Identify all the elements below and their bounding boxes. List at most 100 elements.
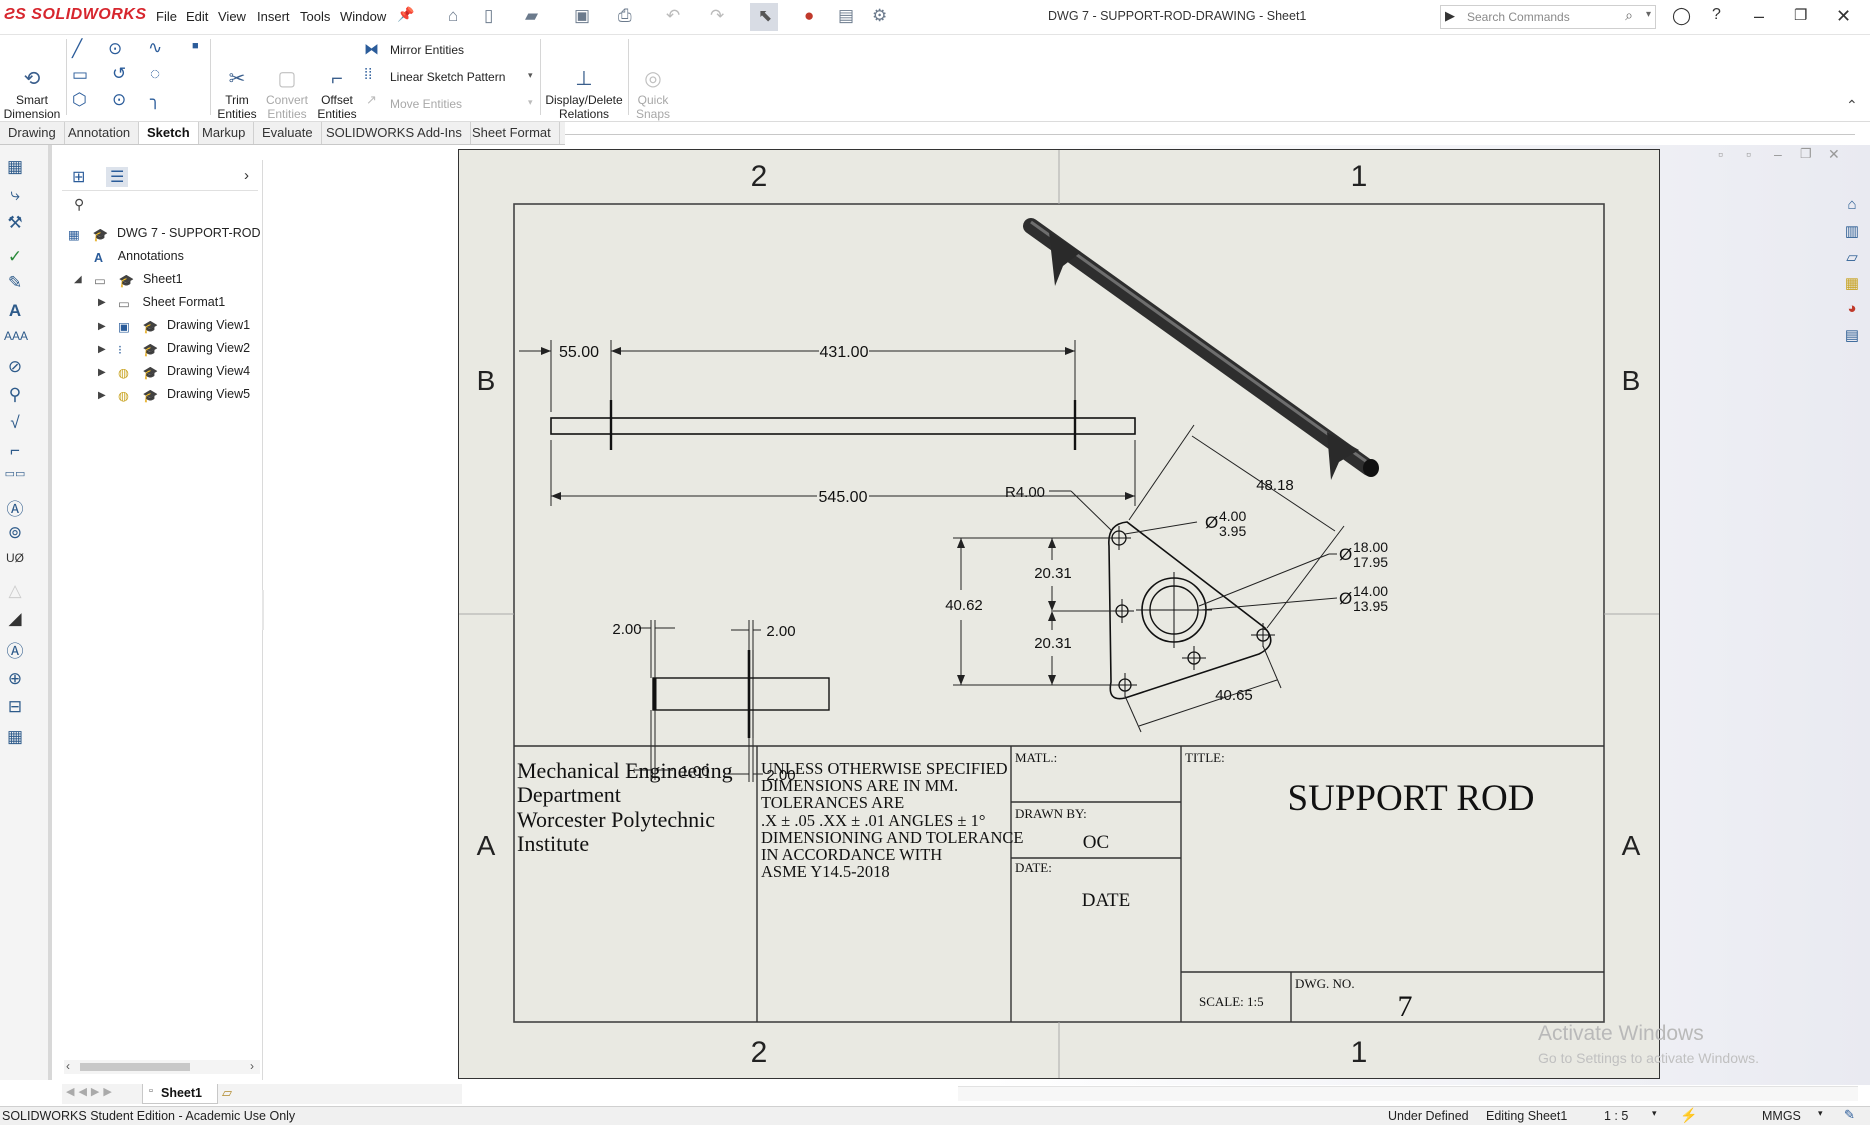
dim-40-62[interactable]: 40.62 xyxy=(945,597,983,614)
linear-note-pattern-icon[interactable]: AAA xyxy=(4,329,29,343)
table-icon[interactable]: ▦ xyxy=(6,727,24,746)
tree-item-drawing-view5[interactable]: ◍ 🎓 Drawing View5 xyxy=(118,387,250,403)
status-scale[interactable]: 1 : 5 xyxy=(1604,1109,1629,1123)
point-tool-icon[interactable]: ■ xyxy=(192,40,199,52)
front-view[interactable]: 55.00 431.00 545.00 xyxy=(519,340,1136,506)
scroll-left-chevron-icon[interactable]: ‹ xyxy=(66,1059,70,1073)
expand-drawing-view4-chevron-icon[interactable]: ▶ xyxy=(98,367,106,378)
arc-tool-icon[interactable]: ↺ xyxy=(112,64,127,83)
smart-dimension-button[interactable]: ⟲Smart Dimension xyxy=(2,40,62,135)
split-horizontal-icon[interactable]: ▫ xyxy=(1746,146,1751,162)
file-properties-icon[interactable]: ▤ xyxy=(838,6,855,25)
menu-view[interactable]: View xyxy=(218,9,246,24)
circle-tool-icon[interactable]: ⊙ xyxy=(108,39,123,58)
expand-panel-chevron-icon[interactable]: › xyxy=(244,167,249,184)
scale-dropdown-chevron-icon[interactable]: ▾ xyxy=(1652,1108,1657,1118)
date-value[interactable]: DATE xyxy=(1082,890,1131,911)
dim-545[interactable]: 545.00 xyxy=(819,489,868,506)
dim-40-65[interactable]: 40.65 xyxy=(1215,687,1253,704)
centerline-icon[interactable]: ⊟ xyxy=(7,697,23,716)
restore-window-button[interactable]: ❐ xyxy=(1794,7,1808,24)
help-icon[interactable]: ? xyxy=(1712,6,1721,23)
select-tool-button[interactable]: ⬉ xyxy=(750,3,778,31)
design-library-icon[interactable]: ▥ xyxy=(1844,223,1860,240)
dim-20-31-lower[interactable]: 20.31 xyxy=(1034,635,1072,652)
bracket-view[interactable]: R4.00 48.18 Ø 4.00 3.95 Ø 18.00 17.95 Ø … xyxy=(945,424,1388,733)
tab-markup[interactable]: Markup xyxy=(194,122,255,144)
pattern-dropdown-chevron-icon[interactable]: ▾ xyxy=(528,70,533,80)
file-explorer-icon[interactable]: ▱ xyxy=(1846,249,1858,266)
print-icon[interactable]: ⎙ xyxy=(618,6,632,25)
title-block[interactable]: Mechanical Engineering Department Worces… xyxy=(514,745,1604,1023)
dim-20-31-upper[interactable]: 20.31 xyxy=(1034,565,1072,582)
rebuild-traffic-light-icon[interactable]: ● xyxy=(804,6,815,25)
format-painter-icon[interactable]: ✎ xyxy=(7,273,23,292)
tree-item-sheet1[interactable]: ▭ 🎓 Sheet1 xyxy=(94,272,183,288)
document-minimize-button[interactable]: – xyxy=(1774,146,1782,162)
redo-icon[interactable]: ↷ xyxy=(710,6,725,25)
menu-tools[interactable]: Tools xyxy=(300,9,331,24)
move-entities-button[interactable]: Move Entities xyxy=(390,97,463,111)
document-restore-button[interactable]: ❐ xyxy=(1800,146,1812,161)
trim-entities-button[interactable]: ✂Trim Entities xyxy=(214,40,260,135)
dim-dia4-lower[interactable]: 3.95 xyxy=(1219,523,1246,539)
linear-sketch-pattern-button[interactable]: Linear Sketch Pattern xyxy=(390,70,506,84)
undo-icon[interactable]: ↶ xyxy=(666,6,681,25)
open-folder-icon[interactable]: ▰ xyxy=(525,6,539,25)
document-close-button[interactable]: ✕ xyxy=(1828,146,1840,162)
expand-sheet-format-chevron-icon[interactable]: ▶ xyxy=(98,297,106,308)
search-dropdown-chevron-icon[interactable]: ▾ xyxy=(1645,9,1651,20)
area-hatch-icon[interactable]: ◢ xyxy=(8,609,22,628)
search-icon[interactable]: ⌕ xyxy=(1625,7,1633,23)
home-icon[interactable]: ⌂ xyxy=(448,6,459,25)
geometric-tolerance-icon[interactable]: Ⓐ xyxy=(6,500,24,519)
dim-side-2b[interactable]: 2.00 xyxy=(766,623,795,640)
dim-r4[interactable]: R4.00 xyxy=(1005,484,1045,501)
graphics-horizontal-scrollbar[interactable] xyxy=(958,1086,1858,1101)
dim-side-1[interactable]: 1.00 xyxy=(680,763,709,780)
menu-insert[interactable]: Insert xyxy=(257,9,290,24)
toolbar-splitter[interactable] xyxy=(48,145,52,1080)
tree-item-sheet-format1[interactable]: ▭ Sheet Format1 xyxy=(118,295,225,311)
dim-dia14-upper[interactable]: 14.00 xyxy=(1353,583,1388,599)
dim-55[interactable]: 55.00 xyxy=(559,344,599,361)
dim-431[interactable]: 431.00 xyxy=(820,344,869,361)
sheet-navigation-arrows-icon[interactable]: ◀◀▶▶ xyxy=(66,1086,116,1098)
model-view-icon[interactable]: ▦ xyxy=(6,157,24,176)
expand-drawing-view2-chevron-icon[interactable]: ▶ xyxy=(98,344,106,355)
collapse-ribbon-chevron-icon[interactable]: ⌃ xyxy=(1846,97,1858,113)
hole-callout-icon[interactable]: ▭▭ xyxy=(4,468,26,480)
slot-tool-icon[interactable]: ⊙ xyxy=(112,90,127,109)
rebuild-status-icon[interactable]: ⚡ xyxy=(1680,1107,1698,1123)
tab-sheet-format[interactable]: Sheet Format xyxy=(464,122,560,144)
scroll-right-chevron-icon[interactable]: › xyxy=(250,1059,254,1073)
sheet-tab-sheet1[interactable]: ▫ Sheet1 xyxy=(142,1084,218,1104)
tree-item-drawing-view1[interactable]: ▣ 🎓 Drawing View1 xyxy=(118,318,250,334)
ellipse-tool-icon[interactable]: ◌ xyxy=(150,64,161,83)
tab-annotation[interactable]: Annotation xyxy=(60,122,140,144)
drawing-title[interactable]: SUPPORT ROD xyxy=(1288,778,1535,819)
datum-target-icon[interactable]: UØ xyxy=(6,551,24,565)
filter-icon[interactable]: ⚲ xyxy=(74,196,85,212)
add-sheet-icon[interactable]: ▱ xyxy=(222,1085,232,1100)
hammer-icon[interactable]: ⚒ xyxy=(7,213,23,232)
tab-drawing[interactable]: Drawing xyxy=(0,122,65,144)
auto-balloon-icon[interactable]: ⚲ xyxy=(8,385,22,404)
dim-side-2c[interactable]: 2.00 xyxy=(766,767,795,784)
pin-icon[interactable]: 📌 xyxy=(397,6,415,22)
scrollbar-thumb[interactable] xyxy=(80,1063,190,1071)
save-icon[interactable]: ▣ xyxy=(574,6,591,25)
dwg-no-value[interactable]: 7 xyxy=(1398,990,1413,1023)
dim-side-2a[interactable]: 2.00 xyxy=(612,621,641,638)
menu-file[interactable]: File xyxy=(156,9,177,24)
move-dropdown-chevron-icon[interactable]: ▾ xyxy=(528,97,533,107)
tree-horizontal-scrollbar[interactable]: ‹ › xyxy=(64,1059,260,1074)
tree-root-drawing[interactable]: ▦ 🎓 DWG 7 - SUPPORT-ROD xyxy=(68,226,261,242)
dim-dia18-upper[interactable]: 18.00 xyxy=(1353,539,1388,555)
display-delete-relations-button[interactable]: ⊥Display/Delete Relations xyxy=(542,40,626,135)
expand-drawing-view5-chevron-icon[interactable]: ▶ xyxy=(98,390,106,401)
tab-sketch[interactable]: Sketch xyxy=(139,122,199,144)
dim-48-18[interactable]: 48.18 xyxy=(1256,477,1294,494)
fillet-tool-icon[interactable]: ╮ xyxy=(150,90,161,109)
menu-edit[interactable]: Edit xyxy=(186,9,209,24)
